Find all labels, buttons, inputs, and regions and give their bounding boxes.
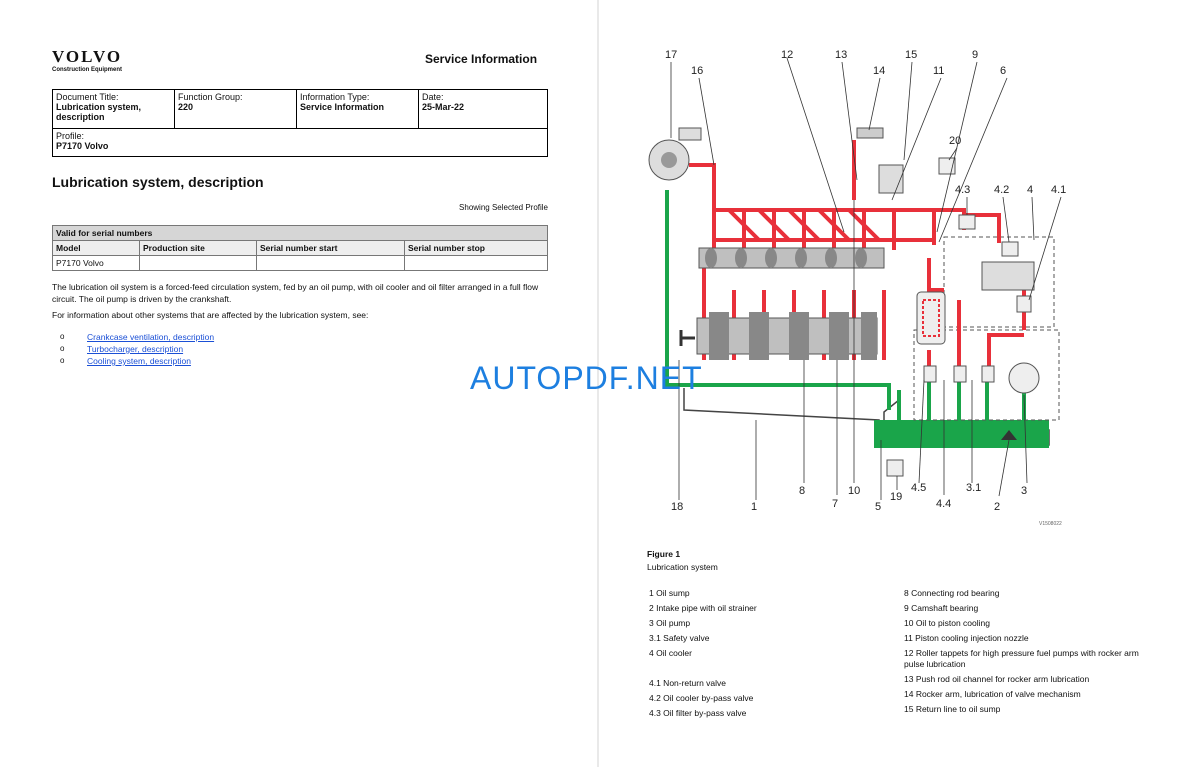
callout-label: 5 <box>875 501 881 513</box>
left-page: VOLVO Construction Equipment Service Inf… <box>0 0 597 767</box>
callout-label: 3 <box>1021 485 1027 497</box>
page-title: Lubrication system, description <box>52 174 264 190</box>
legend-item: 3 Oil pump <box>649 618 691 628</box>
legend-item: 4.1 Non-return valve <box>649 678 727 688</box>
callout-label: 16 <box>691 65 703 77</box>
legend-item: 4 Oil cooler <box>649 648 692 658</box>
callout-label: 6 <box>1000 65 1006 77</box>
table-cell: P7170 Volvo <box>52 255 140 271</box>
figure-subtitle: Lubrication system <box>647 562 718 572</box>
column-header: Serial number start <box>256 240 405 256</box>
callout-label: 4.2 <box>994 184 1009 196</box>
profile-value: P7170 Volvo <box>56 141 109 151</box>
callout-label: 17 <box>665 49 677 61</box>
legend-item: 12 Roller tappets for high pressure fuel… <box>904 648 1139 669</box>
legend-item: 10 Oil to piston cooling <box>904 618 990 628</box>
legend-item: 15 Return line to oil sump <box>904 704 1001 714</box>
function-group-label: Function Group: <box>178 92 243 102</box>
logo-subtitle: Construction Equipment <box>52 67 122 73</box>
info-type-value: Service Information <box>300 102 385 112</box>
callout-label: 20 <box>949 135 961 147</box>
doc-title-cell: Document Title: Lubrication system, desc… <box>52 89 175 129</box>
date-value: 25-Mar-22 <box>422 102 465 112</box>
watermark: AUTOPDF.NET <box>470 360 703 396</box>
callout-label: 14 <box>873 65 885 77</box>
image-code: V1508022 <box>1039 521 1062 527</box>
callout-label: 15 <box>905 49 917 61</box>
serial-table-band: Valid for serial numbers <box>52 225 548 241</box>
table-cell <box>256 255 405 271</box>
callout-label: 13 <box>835 49 847 61</box>
callout-label: 11 <box>933 65 944 77</box>
column-header: Model <box>52 240 140 256</box>
callout-label: 4.4 <box>936 498 951 510</box>
date-label: Date: <box>422 92 444 102</box>
profile-cell: Profile: P7170 Volvo <box>52 128 548 157</box>
legend-left: 1 Oil sump 2 Intake pipe with oil strain… <box>649 588 869 723</box>
callout-label: 9 <box>972 49 978 61</box>
legend-item: 2 Intake pipe with oil strainer <box>649 603 757 613</box>
legend-item: 11 Piston cooling injection nozzle <box>904 633 1029 643</box>
link-turbocharger[interactable]: Turbocharger, description <box>87 344 184 354</box>
link-crankcase-ventilation[interactable]: Crankcase ventilation, description <box>87 332 215 342</box>
legend-item: 9 Camshaft bearing <box>904 603 979 613</box>
table-row: P7170 Volvo <box>52 255 548 271</box>
table-cell <box>404 255 548 271</box>
doc-title-value: Lubrication system, description <box>56 102 142 122</box>
profile-label: Profile: <box>56 131 85 141</box>
legend-item: 13 Push rod oil channel for rocker arm l… <box>904 674 1090 684</box>
doc-title-label: Document Title: <box>56 92 119 102</box>
callout-label: 7 <box>832 498 838 510</box>
legend-right: 8 Connecting rod bearing 9 Camshaft bear… <box>904 588 1154 719</box>
legend-item: 8 Connecting rod bearing <box>904 588 1000 598</box>
function-group-value: 220 <box>178 102 194 112</box>
table-cell <box>139 255 257 271</box>
legend-item: 1 Oil sump <box>649 588 690 598</box>
bullet: o <box>60 344 65 353</box>
volvo-logo: VOLVO <box>52 47 123 66</box>
oil-sump <box>874 420 1049 448</box>
description-paragraph: The lubrication oil system is a forced-f… <box>52 282 539 304</box>
column-header: Production site <box>139 240 257 256</box>
callout-label: 3.1 <box>966 482 981 494</box>
document-header-table: Document Title: Lubrication system, desc… <box>52 89 548 157</box>
callout-label: 4 <box>1027 184 1033 196</box>
callout-label: 4.5 <box>911 482 926 494</box>
legend-item: 4.2 Oil cooler by-pass valve <box>649 693 754 703</box>
callout-label: 1 <box>751 501 757 513</box>
date-cell: Date: 25-Mar-22 <box>418 89 548 129</box>
callout-label: 4.3 <box>955 184 970 196</box>
column-header: Serial number stop <box>404 240 548 256</box>
callout-label: 8 <box>799 485 805 497</box>
figure-caption: Figure 1 <box>647 549 681 559</box>
callout-label: 4.1 <box>1051 184 1066 196</box>
info-type-cell: Information Type: Service Information <box>296 89 419 129</box>
legend-item: 14 Rocker arm, lubrication of valve mech… <box>904 689 1081 699</box>
serial-numbers-table: Valid for serial numbers Model Productio… <box>52 225 548 271</box>
bullet: o <box>60 356 65 365</box>
callout-label: 10 <box>848 485 860 497</box>
function-group-cell: Function Group: 220 <box>174 89 297 129</box>
callout-label: 18 <box>671 501 683 513</box>
link-cooling-system[interactable]: Cooling system, description <box>87 356 191 366</box>
see-also-paragraph: For information about other systems that… <box>52 310 369 320</box>
showing-profile-text: Showing Selected Profile <box>459 203 548 212</box>
info-type-label: Information Type: <box>300 92 370 102</box>
callout-label: 12 <box>781 49 793 61</box>
callout-label: 19 <box>890 491 902 503</box>
legend-item: 3.1 Safety valve <box>649 633 710 643</box>
legend-item: 4.3 Oil filter by-pass valve <box>649 708 747 718</box>
service-info-heading: Service Information <box>425 52 538 66</box>
callout-label: 2 <box>994 501 1000 513</box>
bullet: o <box>60 332 65 341</box>
